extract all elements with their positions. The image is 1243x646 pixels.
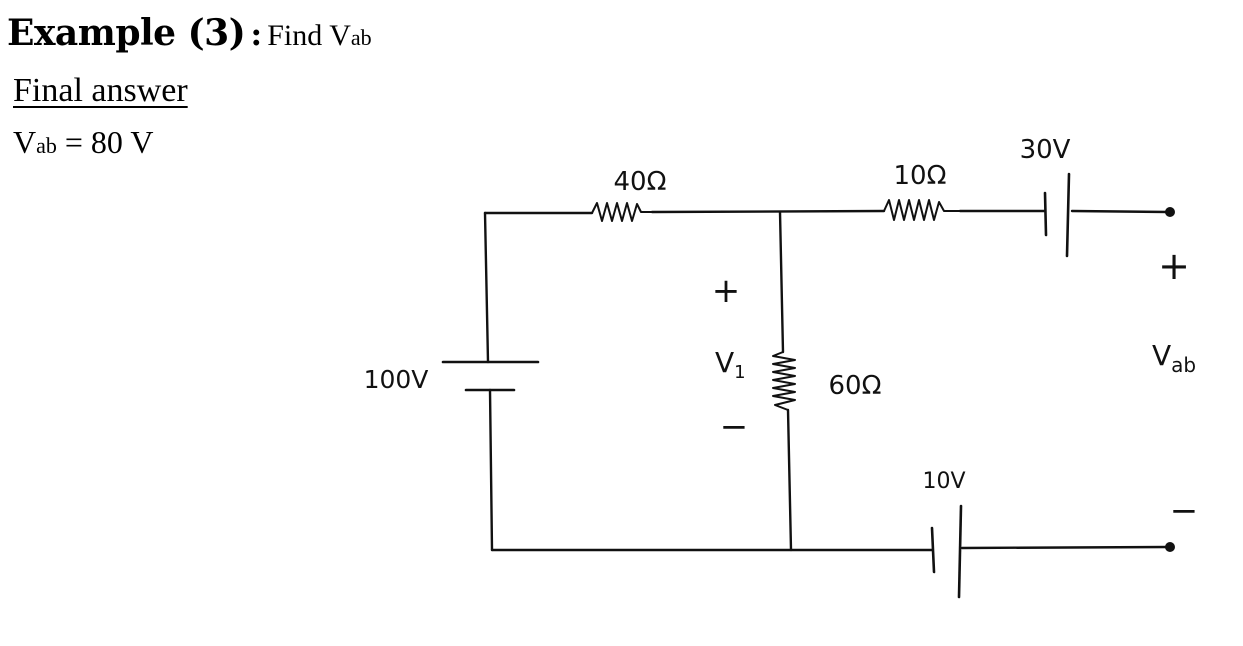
vab-label: Vab (1152, 339, 1196, 377)
resistor-60-ohm (772, 351, 796, 411)
answer-value: = 80 V (64, 124, 154, 160)
label-30v: 30V (1020, 135, 1071, 165)
label-10v: 10V (922, 469, 965, 494)
v1-subscript: 1 (734, 362, 745, 383)
vab-subscript: ab (1171, 353, 1196, 377)
vab-plus-sign: + (1158, 244, 1190, 288)
vab-variable: V (1152, 339, 1171, 372)
wire-top-middle (650, 209, 886, 214)
label-100v: 100V (364, 365, 429, 394)
vab-minus-sign: − (1170, 491, 1199, 531)
wire-to-terminal-a (1070, 209, 1170, 214)
battery-10v-short-plate (930, 526, 936, 574)
answer-variable: V (13, 124, 37, 160)
example-title: Example (3) : Find Vab (7, 12, 372, 54)
battery-30v-short-plate (1043, 191, 1048, 237)
resistor-40-ohm (591, 202, 652, 222)
example-label: Example (3) (7, 12, 246, 54)
task-text: Find Vab (267, 19, 371, 52)
wire-mid-upper (778, 210, 785, 354)
wire-mid-lower (786, 408, 793, 552)
v1-plus-sign: + (712, 271, 741, 311)
battery-30v-long-plate (1065, 172, 1071, 258)
task-prefix: Find V (267, 19, 351, 52)
title-colon: : (250, 15, 263, 53)
answer-expression: Vab = 80 V (13, 124, 153, 161)
answer-subscript: ab (36, 133, 57, 158)
task-subscript: ab (350, 25, 372, 50)
resistor-10-ohm (883, 199, 960, 221)
label-40-ohm: 40Ω (614, 167, 667, 197)
wire-bottom-right (960, 545, 1170, 550)
label-60-ohm: 60Ω (829, 371, 882, 401)
battery-10v-long-plate (957, 504, 963, 599)
v1-label: V1 (715, 346, 746, 383)
terminal-a (1165, 207, 1175, 217)
wire-left-lower (488, 388, 494, 552)
final-answer-label: Final answer (13, 72, 188, 109)
v1-variable: V (715, 346, 734, 379)
label-10-ohm: 10Ω (894, 161, 947, 191)
terminal-b (1165, 542, 1175, 552)
v1-minus-sign: − (720, 407, 749, 447)
wire-left-upper (483, 211, 490, 364)
problem-header: Example (3) : Find Vab Final answer Vab … (0, 0, 560, 170)
